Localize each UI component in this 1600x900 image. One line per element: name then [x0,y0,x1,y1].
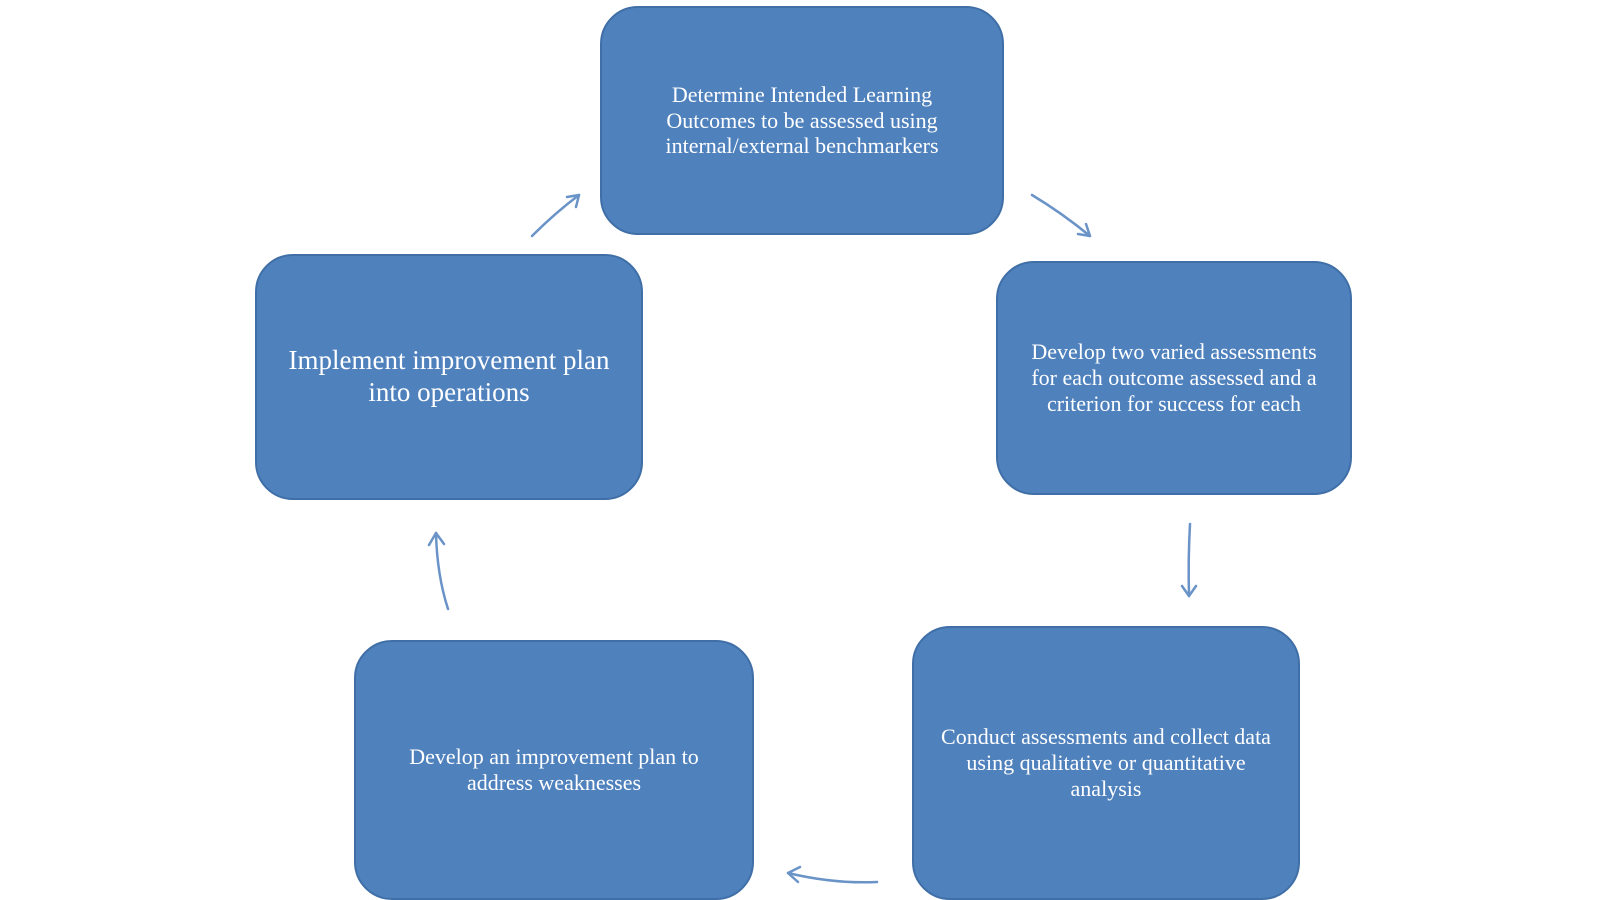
arrow-2-to-3 [1180,522,1198,598]
arrow-3-to-4 [786,865,879,884]
step-implement-plan: Implement improvement plan into operatio… [255,254,643,500]
arrow-4-to-5 [427,531,450,611]
step-label: Implement improvement plan into operatio… [288,345,610,407]
step-label: Determine Intended Learning Outcomes to … [665,81,939,159]
arrow-5-to-1 [530,193,581,238]
step-develop-improvement-plan: Develop an improvement plan to address w… [354,640,754,900]
step-label: Develop two varied assessments for each … [1031,339,1317,416]
step-label: Conduct assessments and collect data usi… [941,724,1271,801]
step-conduct-assessments: Conduct assessments and collect data usi… [912,626,1300,900]
step-develop-assessments: Develop two varied assessments for each … [996,261,1352,495]
arrow-1-to-2 [1030,193,1092,238]
step-label: Develop an improvement plan to address w… [409,744,699,795]
step-determine-outcomes: Determine Intended Learning Outcomes to … [600,6,1004,235]
